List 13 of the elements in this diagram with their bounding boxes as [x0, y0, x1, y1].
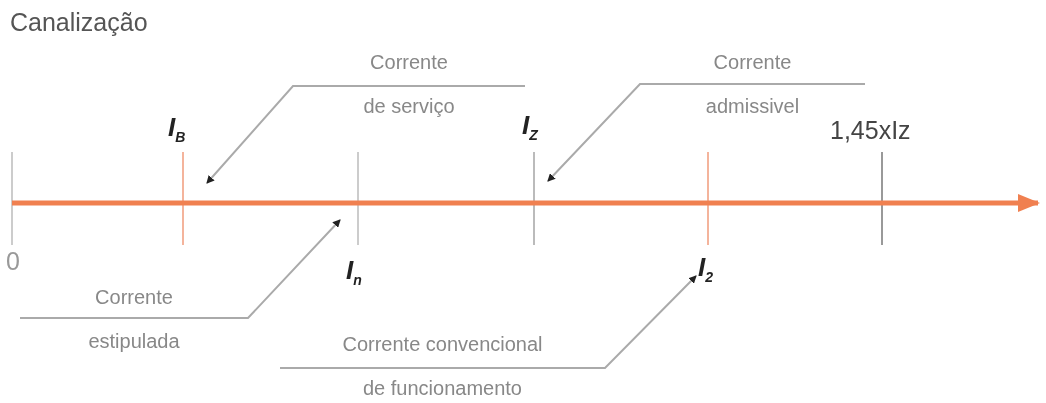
leader-line [547, 83, 866, 182]
callout-text: Corrente convencional de funcionamento [280, 322, 605, 403]
leader-line [206, 85, 526, 184]
callout-text: Corrente estipulada [20, 275, 248, 363]
axis-value: 1,45xIz [830, 116, 911, 145]
leader-line [279, 275, 697, 369]
title: Canalização [10, 8, 148, 37]
current-symbol: I$_{Z}$ [522, 110, 538, 144]
current-symbol: I$_{B}$ [168, 112, 186, 146]
current-symbol: I$_{n}$ [346, 255, 362, 289]
leader-line [19, 219, 341, 319]
current-symbol: I$_{2}$ [698, 252, 714, 286]
axis-value: 0 [6, 247, 20, 276]
